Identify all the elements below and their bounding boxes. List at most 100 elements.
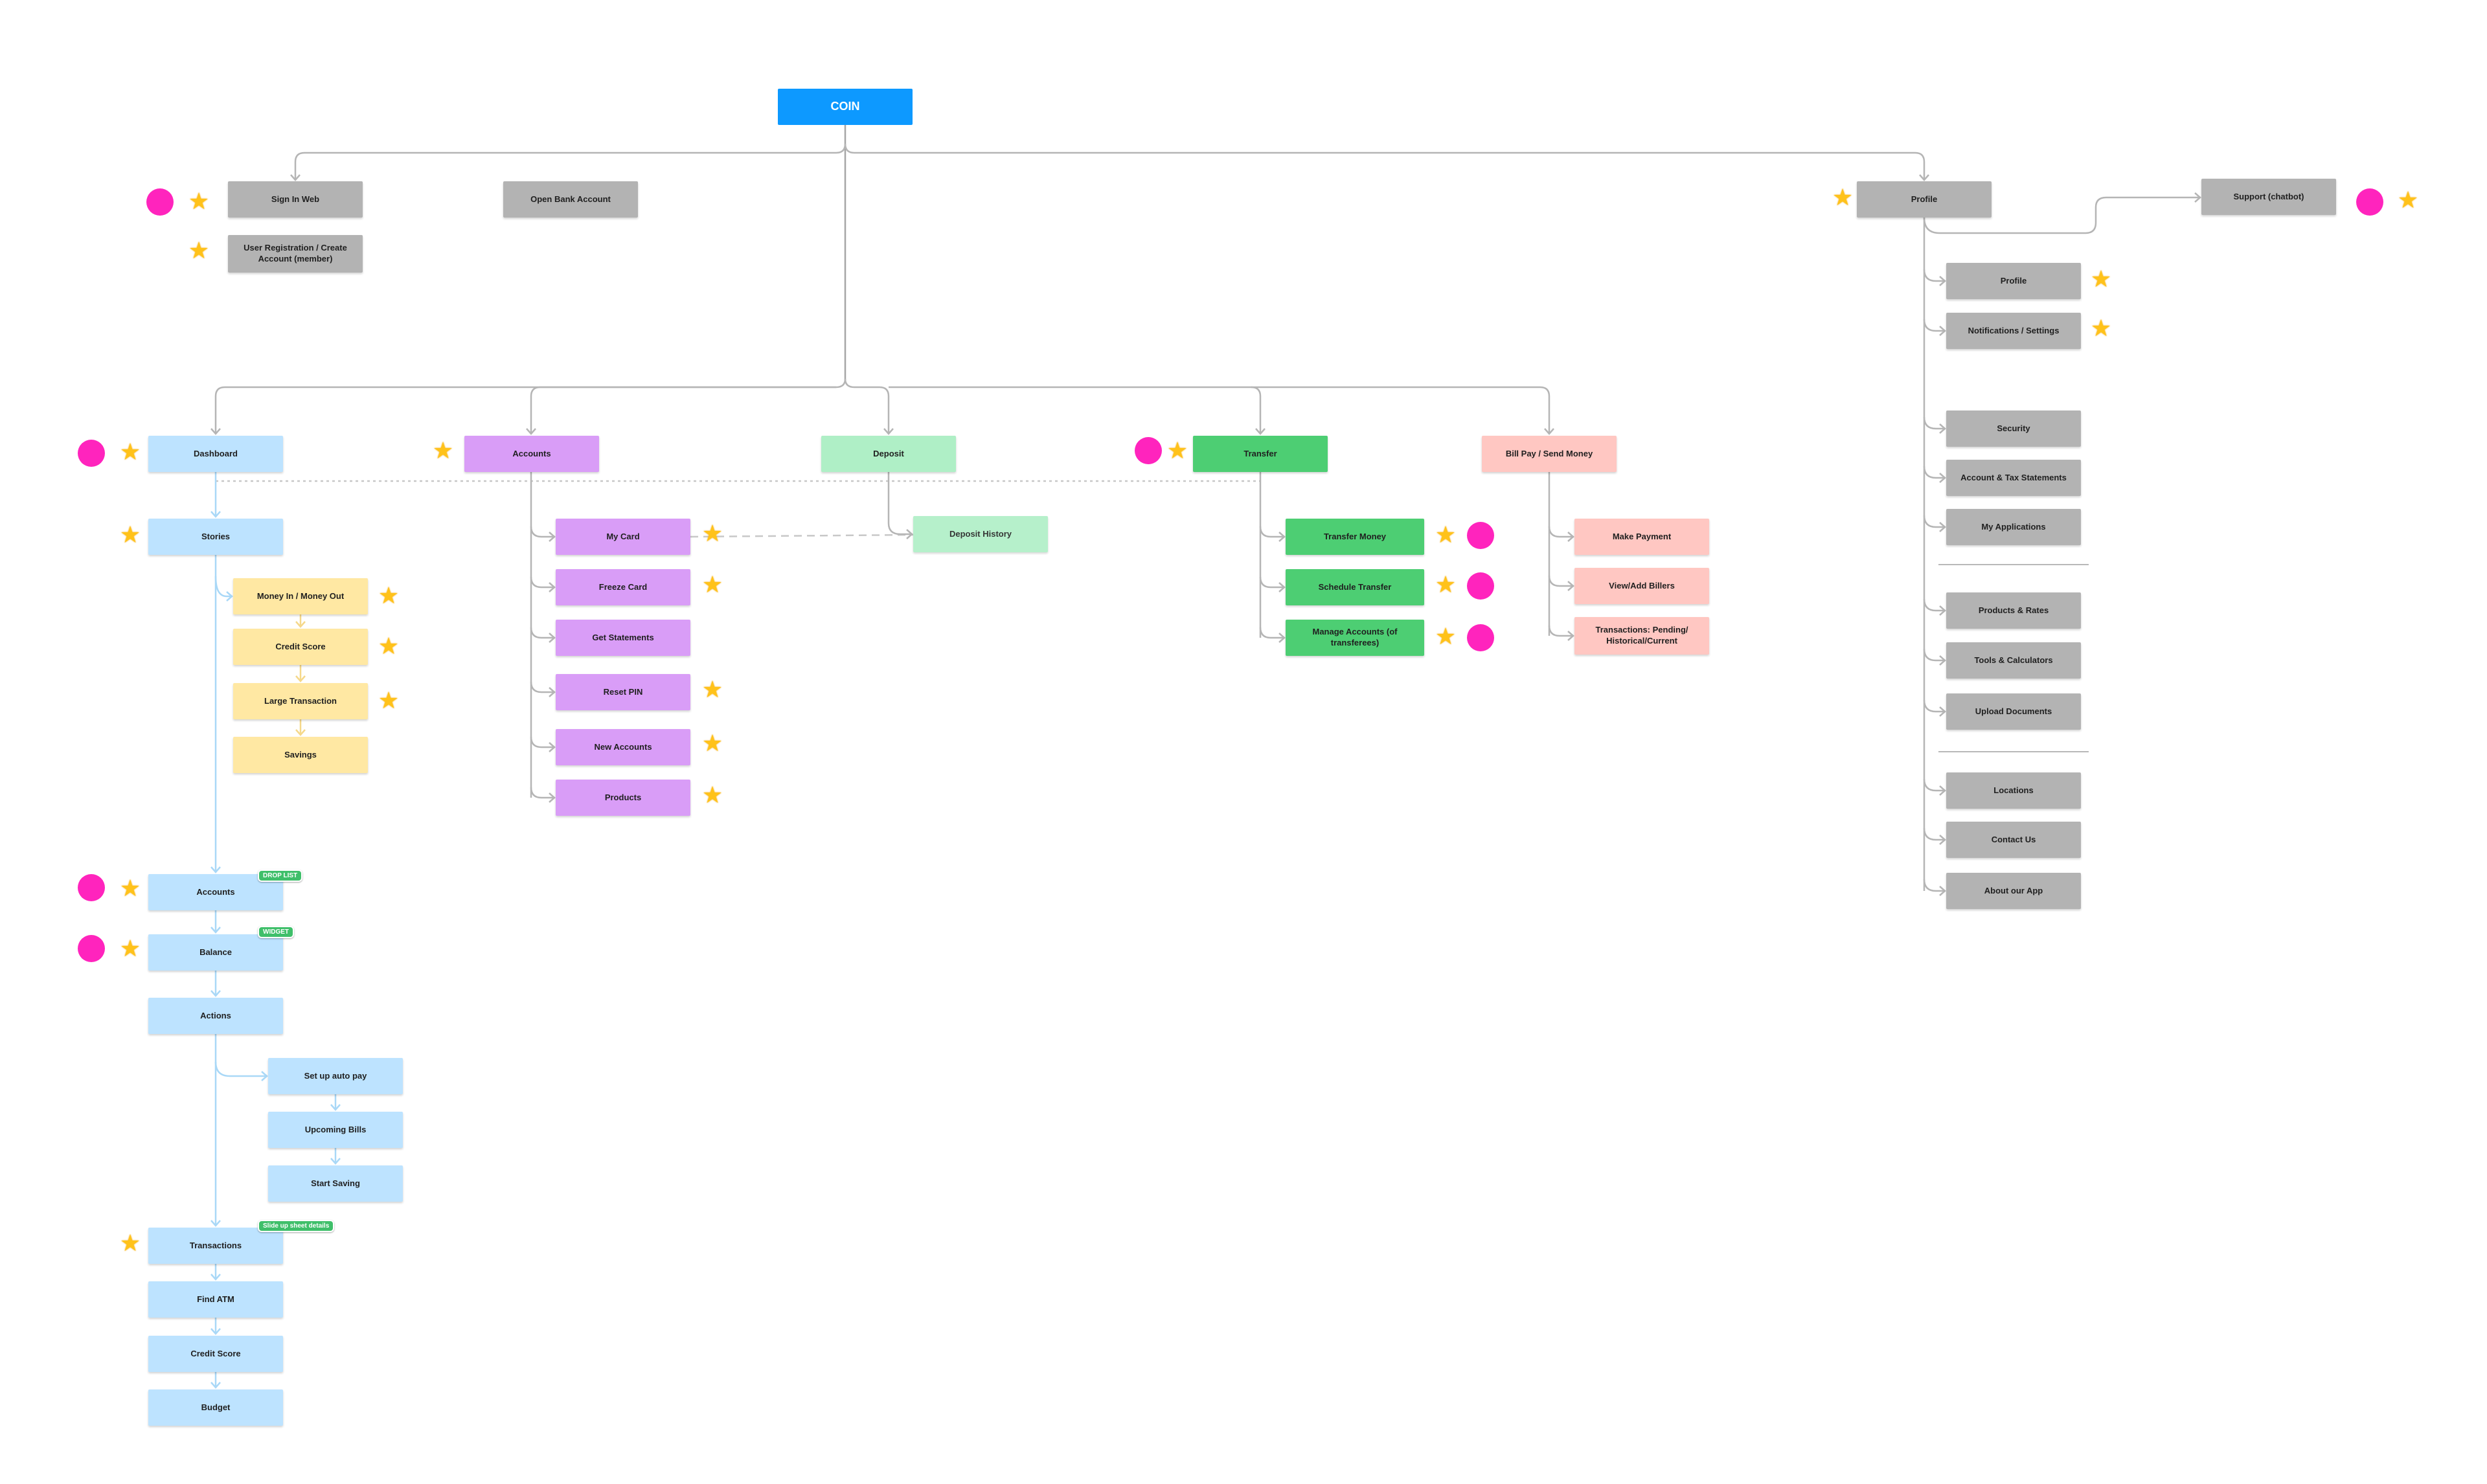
- magenta-dot-marker: [78, 440, 105, 467]
- accounts-my-card[interactable]: My Card: [556, 519, 690, 555]
- sign-in-web-node[interactable]: Sign In Web: [228, 181, 363, 218]
- arrowhead: [1939, 326, 1946, 336]
- star-icon: ★: [378, 633, 400, 660]
- action-upcoming-bills[interactable]: Upcoming Bills: [268, 1112, 403, 1148]
- user-registration-node[interactable]: User Registration / Create Account (memb…: [228, 235, 363, 273]
- dashboard-stories[interactable]: Stories: [148, 519, 283, 555]
- profile-item-notifications[interactable]: Notifications / Settings: [1946, 313, 2081, 349]
- star-icon: ★: [119, 936, 141, 962]
- arrowhead: [1939, 276, 1946, 286]
- section-deposit[interactable]: Deposit: [821, 436, 956, 472]
- arrowhead: [210, 428, 221, 435]
- open-bank-account-node[interactable]: Open Bank Account: [503, 181, 638, 218]
- story-credit-score[interactable]: Credit Score: [233, 629, 368, 665]
- arrowhead: [1939, 605, 1946, 616]
- arrowhead: [210, 1274, 221, 1281]
- dashboard-balance[interactable]: Balance: [148, 934, 283, 971]
- star-icon: ★: [2090, 266, 2112, 293]
- dashboard-actions[interactable]: Actions: [148, 998, 283, 1034]
- connector-line: [530, 681, 554, 693]
- connector-line: [1923, 827, 1945, 841]
- profile-item-products-rates[interactable]: Products & Rates: [1946, 592, 2081, 629]
- profile-item-tools[interactable]: Tools & Calculators: [1946, 642, 2081, 679]
- drop-list-tag: DROP LIST: [258, 870, 303, 882]
- connector-line: [1923, 879, 1945, 892]
- magenta-dot-marker: [78, 874, 105, 901]
- billpay-view-add-billers[interactable]: View/Add Billers: [1574, 568, 1709, 604]
- arrowhead: [1544, 428, 1554, 435]
- profile-item-upload[interactable]: Upload Documents: [1946, 693, 2081, 730]
- transfer-money[interactable]: Transfer Money: [1286, 519, 1424, 555]
- connector-line: [1548, 625, 1573, 637]
- dashboard-find-atm[interactable]: Find ATM: [148, 1281, 283, 1318]
- connector-line: [1923, 416, 1945, 430]
- arrowhead: [210, 1382, 221, 1389]
- billpay-make-payment[interactable]: Make Payment: [1574, 519, 1709, 555]
- accounts-new-accounts[interactable]: New Accounts: [556, 729, 690, 765]
- profile-item-profile[interactable]: Profile: [1946, 263, 2081, 299]
- star-icon: ★: [119, 1230, 141, 1257]
- arrowhead: [1567, 532, 1574, 542]
- connector-line: [1923, 515, 1945, 528]
- profile-item-applications[interactable]: My Applications: [1946, 509, 2081, 545]
- root-node-coin[interactable]: COIN: [778, 89, 913, 125]
- star-icon: ★: [701, 730, 723, 757]
- star-icon: ★: [701, 521, 723, 547]
- connector-line: [844, 143, 1925, 180]
- profile-item-locations[interactable]: Locations: [1946, 772, 2081, 809]
- arrowhead: [210, 866, 221, 873]
- connector-line: [530, 787, 554, 799]
- action-auto-pay[interactable]: Set up auto pay: [268, 1058, 403, 1094]
- billpay-transactions[interactable]: Transactions: Pending/ Historical/Curren…: [1574, 617, 1709, 655]
- accounts-get-statements[interactable]: Get Statements: [556, 620, 690, 656]
- profile-item-security[interactable]: Security: [1946, 410, 2081, 447]
- arrowhead: [330, 1158, 341, 1165]
- arrowhead: [1939, 522, 1946, 532]
- story-large-transaction[interactable]: Large Transaction: [233, 683, 368, 719]
- transfer-manage-accounts[interactable]: Manage Accounts (of transferees): [1286, 620, 1424, 656]
- magenta-dot-marker: [2356, 188, 2383, 216]
- connector-line: [530, 736, 554, 748]
- accounts-products[interactable]: Products: [556, 780, 690, 816]
- arrowhead: [1567, 581, 1574, 591]
- connector-line: [1259, 526, 1284, 538]
- deposit-history[interactable]: Deposit History: [913, 516, 1048, 552]
- story-money-in-out[interactable]: Money In / Money Out: [233, 578, 368, 614]
- dashboard-credit-score[interactable]: Credit Score: [148, 1336, 283, 1372]
- accounts-reset-pin[interactable]: Reset PIN: [556, 674, 690, 710]
- connector-line: [1548, 526, 1573, 538]
- section-transfer[interactable]: Transfer: [1193, 436, 1328, 472]
- connector-line: [530, 627, 554, 639]
- star-icon: ★: [119, 875, 141, 902]
- connector-line: [1923, 648, 1945, 662]
- connector-line: [214, 576, 232, 598]
- section-accounts[interactable]: Accounts: [464, 436, 599, 472]
- accounts-freeze-card[interactable]: Freeze Card: [556, 569, 690, 605]
- support-chatbot-node[interactable]: Support (chatbot): [2201, 179, 2336, 215]
- arrowhead: [2194, 192, 2201, 203]
- arrowhead: [549, 742, 556, 752]
- story-savings[interactable]: Savings: [233, 737, 368, 773]
- star-icon: ★: [701, 782, 723, 809]
- arrowhead: [1567, 631, 1574, 641]
- section-billpay[interactable]: Bill Pay / Send Money: [1482, 436, 1617, 472]
- arrowhead: [906, 529, 913, 539]
- arrowhead: [226, 591, 233, 601]
- arrowhead: [295, 729, 306, 736]
- profile-item-statements[interactable]: Account & Tax Statements: [1946, 460, 2081, 496]
- profile-item-contact[interactable]: Contact Us: [1946, 822, 2081, 858]
- profile-item-about[interactable]: About our App: [1946, 873, 2081, 909]
- connector-line: [1923, 319, 1945, 332]
- profile-section-node[interactable]: Profile: [1857, 181, 1992, 218]
- action-start-saving[interactable]: Start Saving: [268, 1165, 403, 1202]
- arrowhead: [210, 1220, 221, 1227]
- arrowhead: [210, 990, 221, 997]
- arrowhead: [549, 532, 556, 542]
- dashboard-budget[interactable]: Budget: [148, 1389, 283, 1426]
- transfer-schedule[interactable]: Schedule Transfer: [1286, 569, 1424, 605]
- section-dashboard[interactable]: Dashboard: [148, 436, 283, 472]
- arrowhead: [210, 927, 221, 934]
- dashboard-transactions[interactable]: Transactions: [148, 1228, 283, 1264]
